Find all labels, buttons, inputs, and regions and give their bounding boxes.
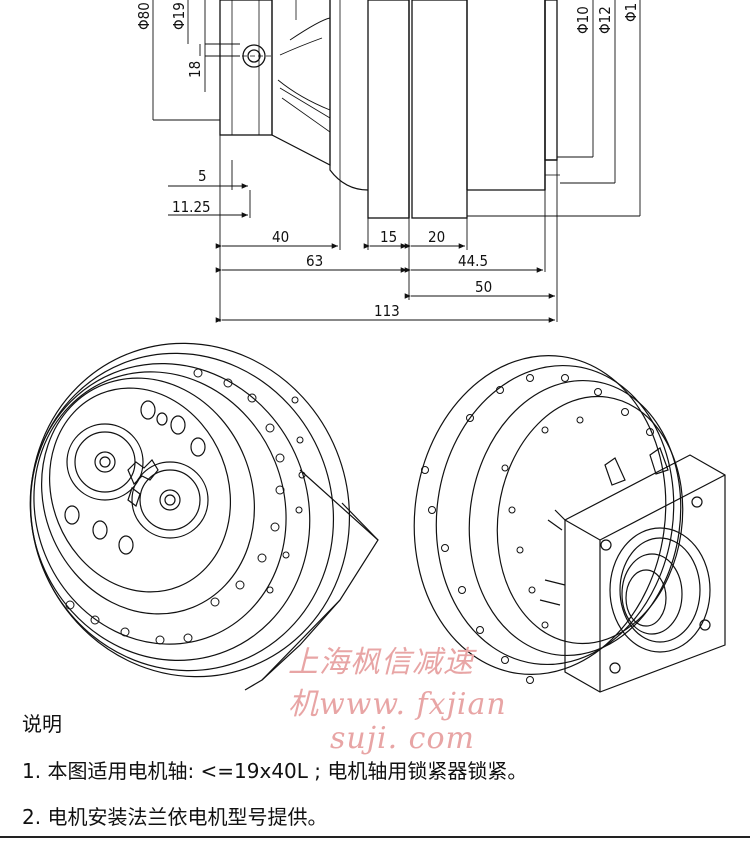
isometric-view-output bbox=[29, 342, 379, 691]
diameter-dims bbox=[152, 0, 641, 217]
isometric-view-input bbox=[413, 355, 726, 693]
dim-15: 15 bbox=[380, 228, 397, 246]
motor-flange bbox=[219, 0, 273, 136]
length-dims bbox=[168, 44, 558, 323]
dim-63: 63 bbox=[306, 252, 323, 270]
gear-right bbox=[131, 461, 209, 539]
watermark-line1: 上海枫信减速 bbox=[288, 645, 474, 680]
dim-44-5: 44.5 bbox=[458, 252, 488, 270]
ring-2 bbox=[411, 0, 468, 219]
bolt-circle-right bbox=[421, 374, 654, 684]
dim-d12x: Φ12 bbox=[596, 6, 614, 34]
dimension-labels: Φ80 Φ19 18 Φ10 Φ12 Φ1 5 11.25 40 15 20 6… bbox=[135, 2, 640, 320]
dim-d80: Φ80 bbox=[135, 2, 153, 30]
bottom-divider bbox=[0, 836, 750, 838]
input-flange bbox=[564, 454, 726, 693]
dim-d10x: Φ10 bbox=[574, 6, 592, 34]
watermark-line2: 机www. fxjian bbox=[288, 687, 507, 722]
ring-1 bbox=[367, 0, 410, 219]
dim-40: 40 bbox=[272, 228, 289, 246]
dim-5: 5 bbox=[198, 167, 207, 185]
notes-title: 说明 bbox=[22, 712, 62, 736]
dim-18: 18 bbox=[186, 61, 204, 78]
output-face bbox=[544, 0, 558, 161]
side-view bbox=[218, 0, 560, 219]
dim-d19: Φ19 bbox=[170, 2, 188, 30]
dim-113: 113 bbox=[374, 302, 400, 320]
dim-11-25: 11.25 bbox=[172, 198, 211, 216]
note-item-2: 2. 电机安装法兰依电机型号提供。 bbox=[22, 805, 328, 829]
dim-50: 50 bbox=[475, 278, 492, 296]
gear-left bbox=[66, 423, 144, 501]
note-item-1: 1. 本图适用电机轴: <=19x40L ; 电机轴用锁紧器锁紧。 bbox=[22, 759, 528, 783]
dim-20: 20 bbox=[428, 228, 445, 246]
dim-d1x: Φ1 bbox=[622, 3, 640, 22]
watermark-line3: suji. com bbox=[330, 721, 475, 756]
bolt-circle-left bbox=[65, 368, 306, 645]
